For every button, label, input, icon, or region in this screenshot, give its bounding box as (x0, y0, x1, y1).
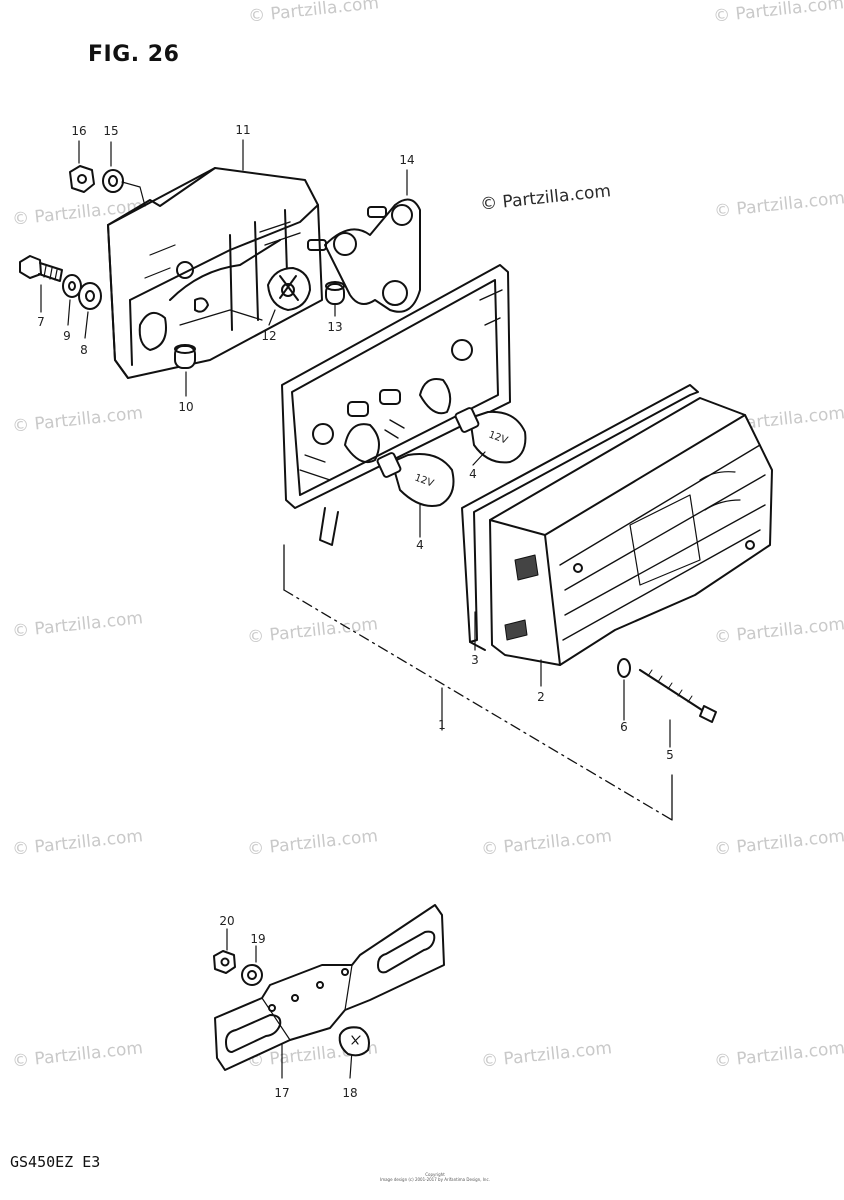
callout-7: 7 (37, 315, 45, 329)
callout-5: 5 (666, 748, 674, 762)
callout-10: 10 (178, 400, 194, 414)
bolt-7 (19, 255, 63, 282)
spacer-collar-10 (174, 344, 196, 369)
callout-15: 15 (103, 124, 119, 138)
washer-9 (62, 274, 82, 298)
nut-20 (213, 950, 236, 974)
bolt-18 (338, 1026, 370, 1057)
socket-grommet (267, 267, 311, 311)
callout-17: 17 (274, 1086, 290, 1100)
screw-5 (638, 668, 717, 723)
callout-8: 8 (80, 343, 88, 357)
copyright-line-2: Image design (c) 2001-2017 by Arifantima… (380, 1177, 490, 1182)
callout-3: 3 (471, 653, 479, 667)
model-code: GS450EZ E3 (10, 1153, 101, 1171)
lamp-base-plate (281, 264, 511, 546)
spacer-collar-13 (325, 281, 345, 305)
copyright-line-1: Copyright (425, 1172, 445, 1177)
figure-title: FIG. 26 (88, 42, 180, 67)
lens-gasket (461, 384, 699, 651)
callout-1: 1 (438, 718, 446, 732)
washer-6 (617, 658, 631, 678)
washer-8 (78, 282, 102, 310)
callout-14: 14 (399, 153, 415, 167)
callout-16: 16 (71, 124, 87, 138)
callout-4-upper: 4 (469, 467, 477, 481)
leader-lines (40, 139, 671, 1079)
mounting-bracket (307, 198, 421, 313)
bulb-lower (376, 452, 455, 507)
callout-4-lower: 4 (416, 538, 424, 552)
callout-2: 2 (537, 690, 545, 704)
callout-19: 19 (250, 932, 266, 946)
license-plate-bracket (214, 904, 445, 1071)
callout-11: 11 (235, 123, 251, 137)
housing-base (107, 167, 323, 379)
callout-20: 20 (219, 914, 235, 928)
copyright-notice: Copyright Image design (c) 2001-2017 by … (365, 1172, 505, 1182)
assembly-bracket-1 (283, 544, 673, 821)
washer-15 (102, 169, 124, 193)
callout-13: 13 (327, 320, 343, 334)
callout-18: 18 (342, 1086, 358, 1100)
nut-16 (69, 165, 95, 193)
callout-12: 12 (261, 329, 277, 343)
washer-19 (241, 964, 263, 986)
taillight-lens (489, 397, 773, 666)
callout-6: 6 (620, 720, 628, 734)
callout-9: 9 (63, 329, 71, 343)
bulb-upper (454, 407, 527, 464)
